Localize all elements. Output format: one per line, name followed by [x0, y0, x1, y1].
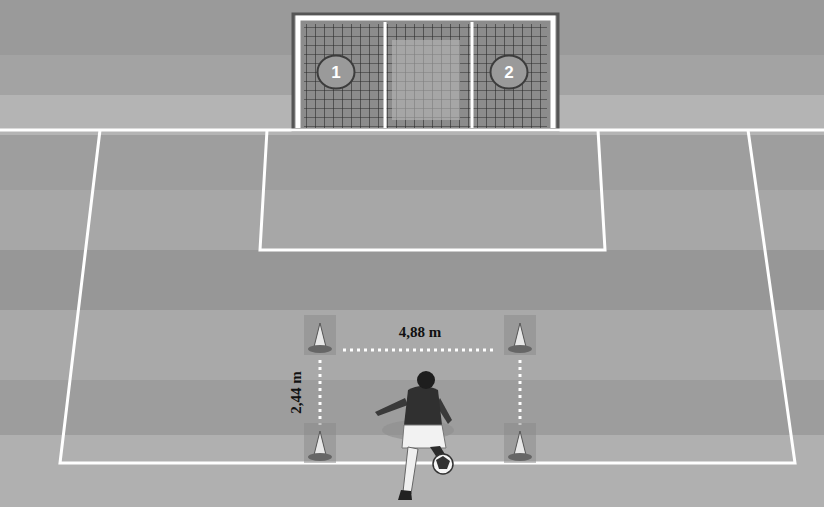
dimension-label: 4,88 m [399, 324, 442, 341]
player [375, 371, 454, 500]
target-frame [320, 350, 520, 425]
dimension-label: 2,44 m [288, 371, 305, 414]
pitch-lines [0, 130, 824, 463]
zone-oval: 1 [316, 54, 356, 90]
cones [304, 315, 536, 463]
zone-oval: 2 [489, 54, 529, 90]
goal [293, 14, 558, 130]
zone-number: 2 [504, 64, 513, 81]
zone-number: 1 [331, 64, 340, 81]
